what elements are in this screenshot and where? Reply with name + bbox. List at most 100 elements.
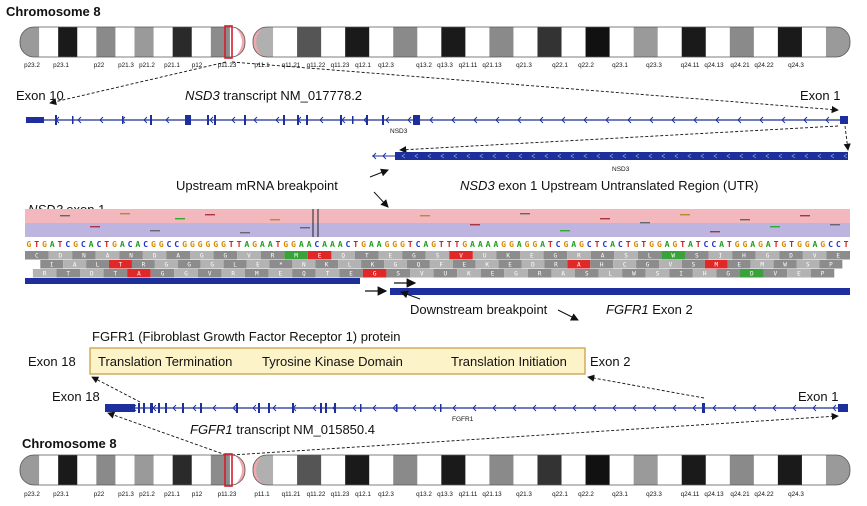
amino-acid-letter: I — [679, 271, 683, 278]
sequence-base: T — [447, 239, 452, 249]
utr-strand-arrow — [739, 153, 744, 159]
amino-acid-letter: A — [73, 262, 77, 269]
chromosome-band-label: q21.13 — [482, 491, 502, 498]
chromosome-band — [585, 455, 610, 485]
zoom-line-top-right — [231, 61, 839, 114]
sequence-base: A — [478, 239, 483, 249]
sequence-base: C — [828, 239, 833, 249]
exon-block — [352, 116, 354, 124]
amino-acid-cell — [520, 251, 544, 260]
sequence-base: T — [58, 239, 63, 249]
sequence-base: A — [610, 239, 615, 249]
utr-strand-arrow — [700, 153, 705, 159]
amino-acid-letter: K — [467, 271, 471, 278]
amino-acid-letter: T — [114, 271, 118, 278]
downstream-arrow — [557, 309, 579, 321]
chromosome-band — [417, 455, 442, 485]
amino-acid-cell — [410, 269, 434, 278]
sequence-base: T — [408, 239, 413, 249]
sequence-base: G — [781, 239, 786, 249]
exon-block — [268, 403, 270, 413]
utr-strand-arrow — [765, 153, 770, 159]
chromosome-band-label: p11.1 — [254, 62, 270, 69]
amino-acid-cell — [544, 260, 568, 269]
read-mismatch-tick — [470, 224, 480, 226]
amino-acid-cell — [457, 269, 481, 278]
amino-acid-cell — [590, 251, 615, 260]
chromosome-band — [153, 455, 174, 485]
exon-block — [200, 403, 202, 413]
chromosome-top-title: Chromosome 8 — [6, 4, 101, 19]
exon-block — [396, 404, 398, 412]
chromosome-band-label: q13.3 — [437, 491, 453, 498]
utr-exon-block — [395, 152, 848, 160]
amino-acid-letter: G — [187, 262, 191, 269]
chromosome-band — [489, 27, 514, 57]
domain-translation-termination: Translation Termination — [98, 354, 232, 369]
chromosome-band — [58, 27, 78, 57]
amino-acid-letter: M — [255, 271, 259, 278]
chromosome-band — [753, 455, 779, 485]
sequence-base: G — [797, 239, 802, 249]
fgfr1-transcript-title: FGFR1 transcript NM_015850.4 — [190, 422, 375, 437]
nsd3-transcript-title: NSD3 transcript NM_017778.2 — [185, 88, 362, 103]
chromosome-band-label: q12.1 — [355, 491, 371, 498]
zoom-line-bottom-right — [231, 412, 839, 456]
chromosome-band — [96, 455, 116, 485]
chromosome-band-label: p11.1 — [254, 491, 270, 498]
amino-acid-letter: K — [506, 253, 510, 260]
amino-acid-cell — [154, 260, 178, 269]
sequence-base: G — [221, 239, 226, 249]
chromosome-band — [417, 27, 442, 57]
sequence-base: A — [330, 239, 335, 249]
chromosome-band-label: p21.3 — [118, 491, 134, 498]
amino-acid-letter: E — [737, 262, 741, 269]
utr-strand-arrow — [466, 153, 471, 159]
strand-arrow — [715, 116, 720, 124]
exon-block — [325, 403, 327, 413]
chromosome-band-label: q24.21 — [730, 491, 750, 498]
amino-acid-cell — [826, 251, 850, 260]
exon-block — [150, 115, 152, 125]
strand-arrow — [165, 116, 170, 124]
upstream-arrow-to-reads — [373, 191, 389, 208]
exon-block — [283, 115, 285, 125]
utr-strand-arrow — [791, 153, 796, 159]
chromosome-band-label: p23.2 — [24, 491, 40, 498]
amino-acid-cell — [480, 269, 505, 278]
sequence-base: A — [540, 239, 545, 249]
exon-block — [122, 116, 124, 124]
amino-acid-letter: S — [656, 271, 660, 278]
amino-acid-letter: G — [200, 253, 204, 260]
chromosome-band — [609, 455, 635, 485]
amino-acid-letter: A — [577, 262, 581, 269]
amino-acid-letter: F — [440, 262, 444, 269]
amino-acid-cell — [449, 251, 473, 260]
amino-acid-cell — [452, 260, 476, 269]
exon-block — [366, 115, 368, 125]
amino-acid-cell — [681, 260, 705, 269]
utr-strand-arrow — [713, 153, 718, 159]
utr-strand-arrow — [596, 153, 601, 159]
amino-acid-cell — [362, 269, 387, 278]
chromosome-band-label: q21.11 — [459, 62, 478, 69]
exon-block — [413, 115, 420, 125]
sequence-base: G — [525, 239, 530, 249]
amino-acid-letter: A — [137, 271, 141, 278]
chromosome-band — [465, 27, 490, 57]
amino-acid-cell — [692, 269, 717, 278]
amino-acid-letter: S — [396, 271, 400, 278]
sequence-base: G — [820, 239, 825, 249]
sequence-base: A — [322, 239, 327, 249]
utr-lead-arrow — [382, 152, 387, 160]
amino-acid-letter: V — [247, 253, 251, 260]
chromosome-band-label: q13.2 — [416, 62, 432, 69]
chromosome-band-label: q24.21 — [730, 62, 750, 69]
sequence-base: T — [454, 239, 459, 249]
utr-strand-arrow — [453, 153, 458, 159]
sequence-base: C — [128, 239, 133, 249]
chromosome-band-label: q11.23 — [331, 62, 350, 69]
utr-strand-arrow — [544, 153, 549, 159]
amino-acid-letter: D — [59, 253, 63, 260]
sequence-base: A — [813, 239, 818, 249]
